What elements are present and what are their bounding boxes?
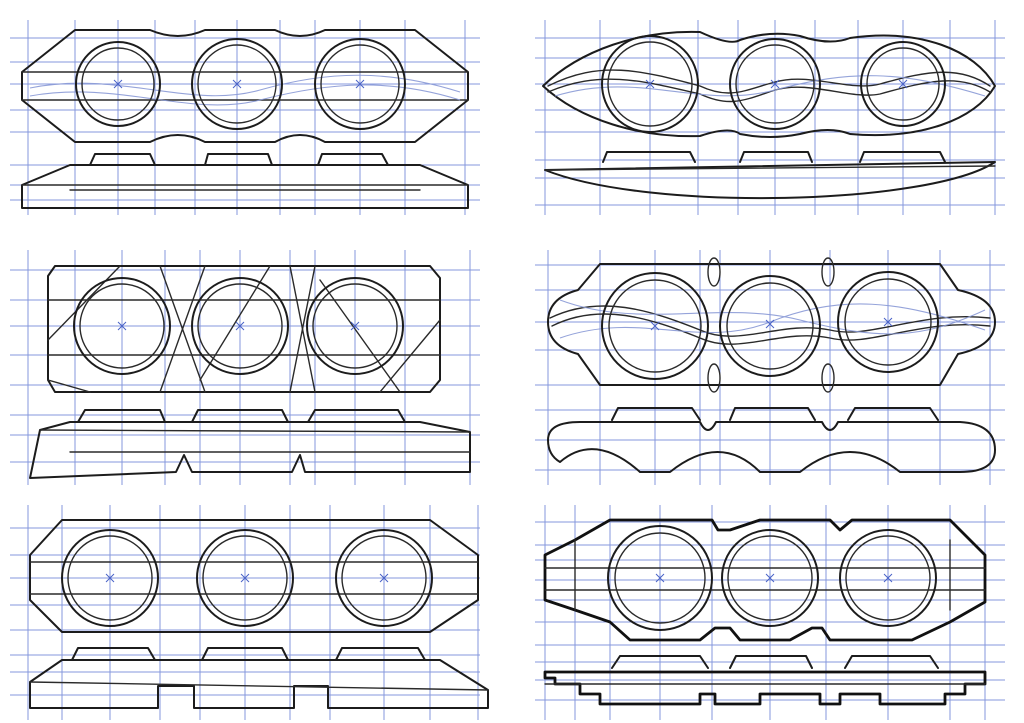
sketch-a-outline bbox=[21, 29, 469, 143]
sketch-f-rings bbox=[607, 525, 937, 631]
sketch-b-rings bbox=[601, 35, 946, 133]
sketch-b-outline bbox=[542, 30, 996, 138]
sketch-a-base bbox=[21, 153, 469, 209]
sketch-d-rings bbox=[601, 271, 939, 380]
sketch-d-base bbox=[547, 407, 996, 473]
sketch-b bbox=[535, 20, 1005, 215]
sketch-c bbox=[10, 250, 480, 485]
sketch-c-rings bbox=[73, 277, 404, 375]
sketch-e-rings bbox=[61, 529, 433, 627]
sketch-f-base bbox=[543, 655, 987, 706]
sketch-f-outline bbox=[543, 518, 987, 642]
sketch-e-base bbox=[29, 647, 489, 709]
sketch-b-base bbox=[544, 151, 996, 200]
sketch-c-outline bbox=[47, 265, 441, 393]
sketch-f bbox=[535, 505, 1005, 720]
sketch-e-outline bbox=[29, 519, 479, 633]
sketch-d-outline bbox=[547, 263, 996, 386]
sketch-a-rings bbox=[75, 38, 406, 130]
sketch-a bbox=[10, 20, 480, 215]
sketch-e bbox=[10, 505, 489, 720]
sketch-d bbox=[535, 250, 1005, 485]
sketch-c-base bbox=[29, 409, 471, 479]
